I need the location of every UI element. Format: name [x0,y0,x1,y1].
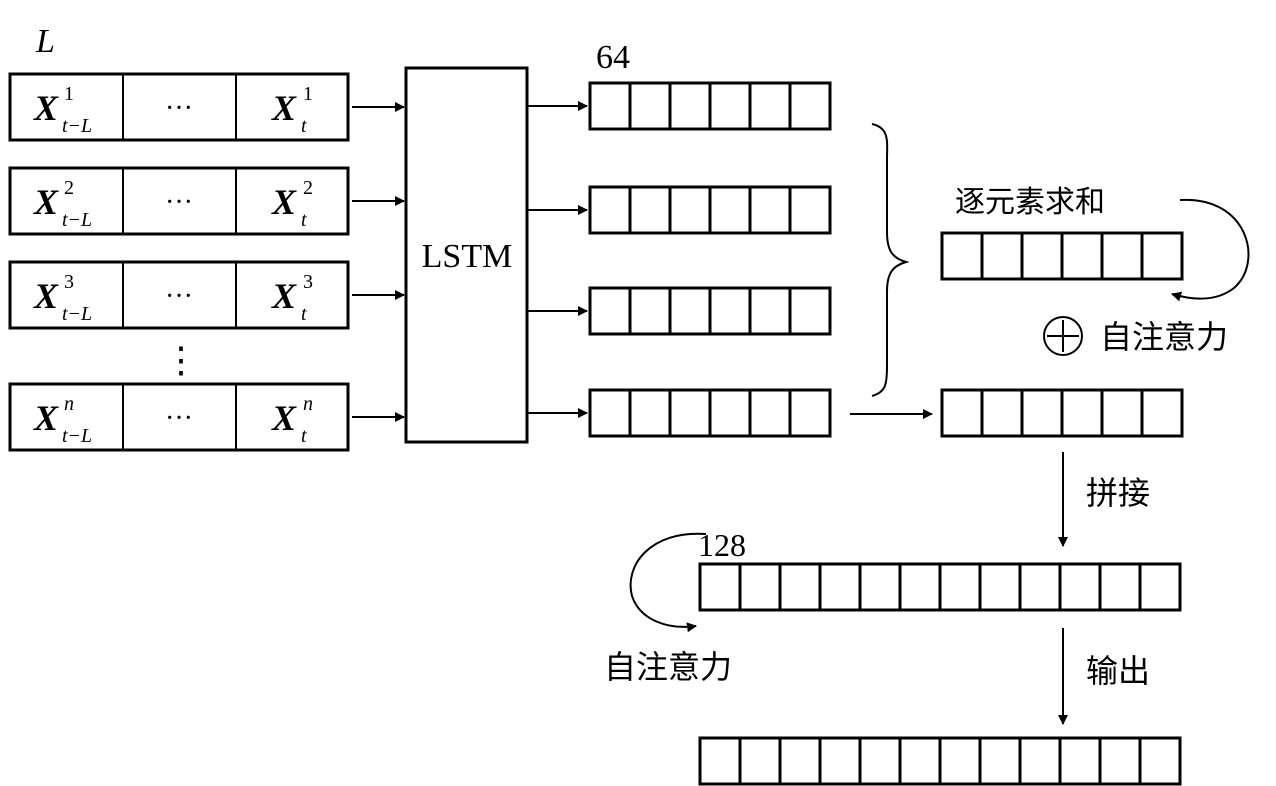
input-last-var: X [271,182,297,222]
add-symbol [1043,316,1083,356]
summed-vector [940,231,1184,281]
output-label: 输出 [1086,652,1150,690]
input-last-sub: t [301,425,307,447]
lstm-output-arrows [527,101,588,418]
self-attention-label-bottom: 自注意力 [604,648,732,686]
attention-vector [940,388,1184,438]
input-first-sub: t−L [62,425,92,447]
ellipsis-h: ··· [165,187,193,218]
hidden-vector-1 [588,81,832,131]
input-last-sub: t [301,303,307,325]
elementwise-sum-label: 逐元素求和 [955,185,1105,220]
hidden-vector-n [588,388,832,438]
input-last-sup: 3 [303,271,313,293]
hidden-vector-3 [588,286,832,336]
concat-label: 拼接 [1086,474,1150,512]
output-vector [698,736,1182,786]
hidden-size-label: 64 [596,39,630,76]
input-first-sub: t−L [62,209,92,231]
input-last-sup: 2 [303,177,313,199]
input-first-sup: 2 [64,177,74,199]
input-row-1: X 1 t−L ··· X 1 t [8,72,350,142]
input-last-sub: t [301,115,307,137]
input-first-sub: t−L [62,115,92,137]
input-first-sub: t−L [62,303,92,325]
input-first-sup: n [64,393,74,415]
input-arrows [352,102,405,422]
input-first-sup: 3 [64,271,74,293]
lstm-label: LSTM [422,238,513,275]
concat-vector [698,562,1182,612]
input-row-2: X 2 t−L ··· X 2 t [8,166,350,236]
ellipsis-h: ··· [165,281,193,312]
input-first-var: X [33,88,59,128]
input-first-var: X [33,276,59,316]
input-first-var: X [33,182,59,222]
self-attention-label-top: 自注意力 [1100,318,1228,356]
input-row-n: X n t−L ··· X n t [8,382,350,452]
lstm-block: LSTM [404,66,529,444]
grouping-brace [871,123,910,397]
vertical-ellipsis: ⋮ [163,340,199,380]
self-attention-loop-bottom [629,532,707,633]
concat-size-label: 128 [698,527,746,563]
self-attention-loop-top [1171,198,1250,302]
input-row-3: X 3 t−L ··· X 3 t [8,260,350,330]
input-last-var: X [271,398,297,438]
input-last-var: X [271,276,297,316]
ellipsis-h: ··· [165,93,193,124]
input-last-sup: 1 [303,83,313,105]
input-last-sub: t [301,209,307,231]
ellipsis-h: ··· [165,403,193,434]
input-first-var: X [33,398,59,438]
input-first-sup: 1 [64,83,74,105]
input-last-sup: n [303,393,313,415]
input-last-var: X [271,88,297,128]
hidden-vector-2 [588,185,832,235]
sequence-length-label: L [35,23,55,60]
